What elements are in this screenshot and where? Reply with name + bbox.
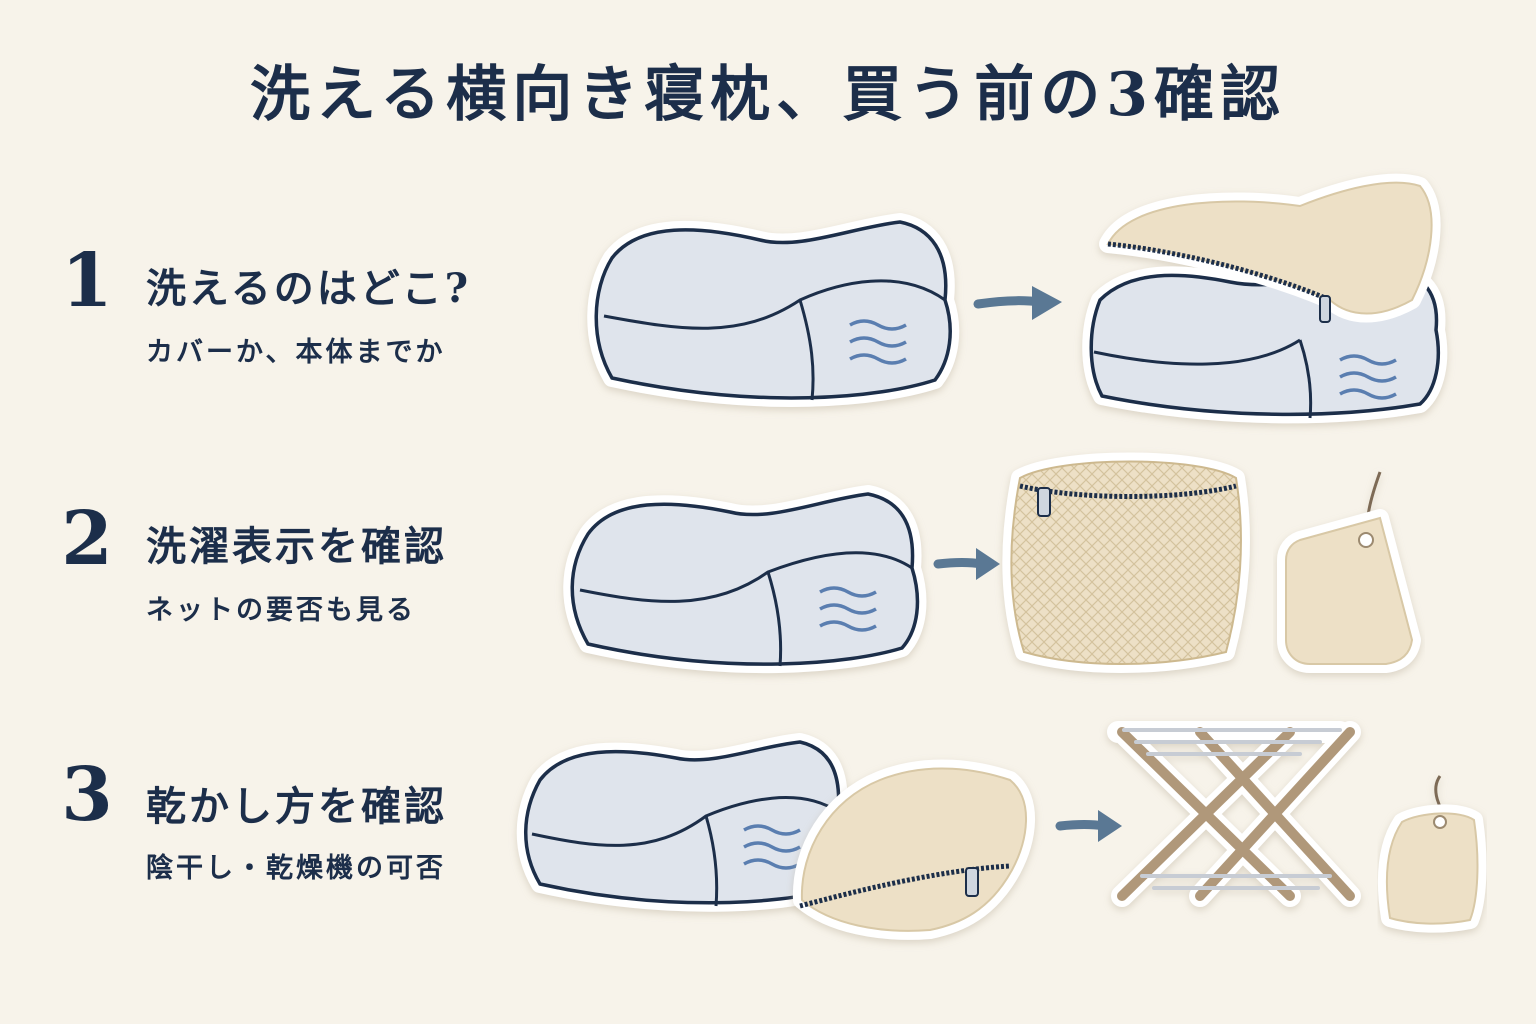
pillow-cover-icon — [792, 759, 1036, 940]
step-1-heading: 洗えるのはどこ? — [146, 265, 472, 312]
step-3-heading: 乾かし方を確認 — [146, 783, 447, 830]
pillow-icon — [516, 733, 852, 912]
laundry-net-icon — [1002, 452, 1250, 673]
step-1-subtext: カバーか、本体までか — [146, 337, 446, 368]
drying-rack-icon — [1107, 721, 1361, 907]
step-3-subtext: 陰干し・乾燥機の可否 — [146, 853, 446, 884]
step-2-number: 2 — [61, 496, 113, 582]
care-tag-icon — [1277, 471, 1421, 673]
arrow-icon — [973, 286, 1062, 320]
care-tag-icon — [1377, 775, 1487, 933]
step-2-heading: 洗濯表示を確認 — [146, 523, 447, 570]
step-1-number: 1 — [61, 238, 113, 324]
step-3-number: 3 — [61, 752, 113, 838]
step-2-subtext: ネットの要否も見る — [146, 595, 416, 626]
arrow-icon — [1055, 810, 1122, 842]
pillow-cover-zipper-icon — [1082, 173, 1448, 424]
pillow-icon — [587, 213, 960, 407]
page-title: 洗える横向き寝枕、買う前の3確認 — [250, 60, 1286, 130]
arrow-icon — [933, 548, 1000, 580]
pillow-icon — [563, 485, 927, 674]
